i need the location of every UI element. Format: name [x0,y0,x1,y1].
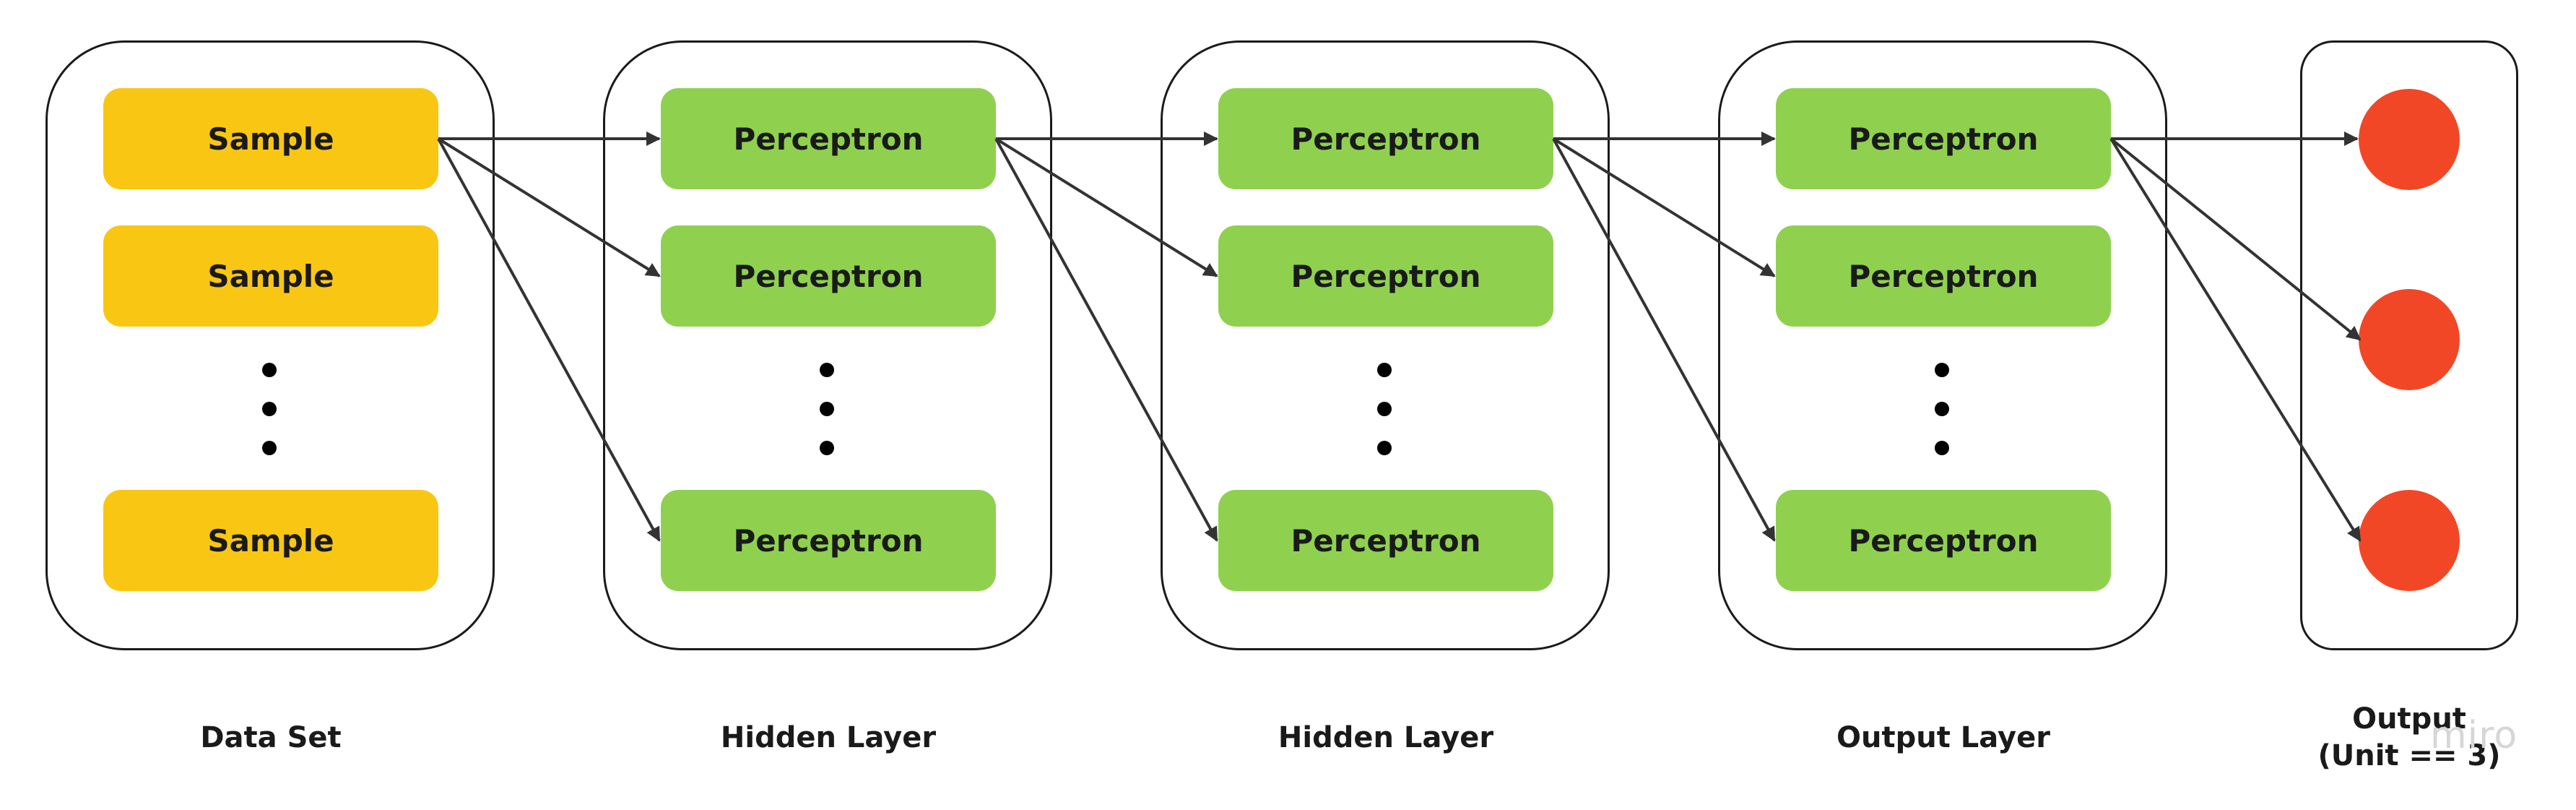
ellipsis-dot [1935,363,1949,377]
output-unit-circle [2359,490,2460,591]
output-caption-line2: (Unit == 3) [2317,739,2501,773]
arrow-edge [1552,137,1776,277]
perceptron-node: Perceptron [1218,88,1553,189]
ellipsis-dot [1935,402,1949,416]
miro-watermark: miro [2430,714,2518,757]
arrow-edge [1552,138,1776,542]
ellipsis-dot [820,441,834,455]
perceptron-node: Perceptron [1776,88,2111,189]
arrow-edge [994,138,1218,542]
perceptron-node: Perceptron [1218,490,1553,591]
ellipsis-dot [262,363,277,377]
sample-node: Sample [103,88,438,189]
hidden-layer-2-caption: Hidden Layer [1278,721,1494,754]
ellipsis-dot [820,363,834,377]
output-unit-circle [2359,289,2460,390]
output-caption-line1: Output [2352,702,2466,736]
ellipsis-dot [820,402,834,416]
arrow-edge [2109,137,2362,341]
data-set-caption: Data Set [200,721,342,754]
arrow-edge [2109,137,2362,542]
perceptron-node: Perceptron [661,490,996,591]
output-caption: Output (Unit == 3) [2229,701,2576,775]
sample-node: Sample [103,490,438,591]
arrow-edge [437,137,661,277]
ellipsis-dot [262,441,277,455]
output-unit-circle [2359,89,2460,190]
sample-node: Sample [103,225,438,327]
ellipsis-dot [1377,363,1392,377]
output-layer-caption: Output Layer [1836,721,2050,754]
arrow-edge [437,138,661,542]
ellipsis-dot [1935,441,1949,455]
perceptron-node: Perceptron [661,88,996,189]
perceptron-node: Perceptron [1776,490,2111,591]
arrow-edge [994,137,1218,277]
hidden-layer-1-caption: Hidden Layer [720,721,937,754]
ellipsis-dot [1377,402,1392,416]
perceptron-node: Perceptron [1218,225,1553,327]
perceptron-node: Perceptron [661,225,996,327]
ellipsis-dot [262,402,277,416]
ellipsis-dot [1377,441,1392,455]
perceptron-node: Perceptron [1776,225,2111,327]
